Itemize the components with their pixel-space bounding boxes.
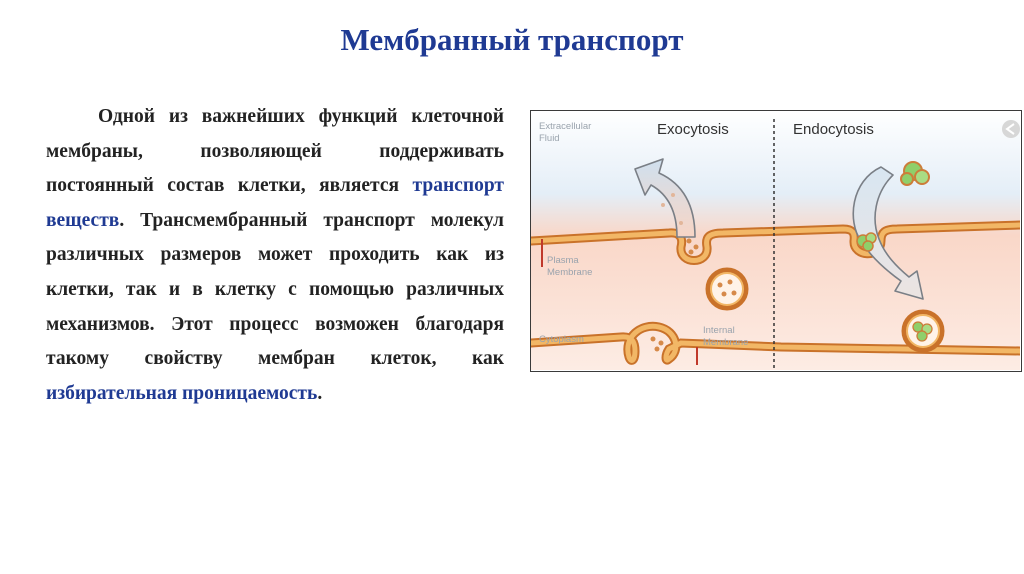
label-cytoplasm: Cytoplasm [539, 334, 584, 345]
body-paragraph: Одной из важнейших функций клеточной мем… [46, 100, 504, 411]
slide-title: Мембранный транспорт [340, 22, 684, 57]
label-exocytosis: Exocytosis [657, 121, 729, 138]
endocytosis-arrow [852, 166, 924, 300]
label-endocytosis: Endocytosis [793, 121, 874, 138]
label-internal-membrane-1: Internal [703, 325, 735, 336]
label-internal-membrane-2: Membrane [703, 337, 748, 348]
highlight-membrane-transport: транспорт веществ [46, 175, 504, 231]
exocytosis-vesicle [705, 267, 749, 311]
transport-diagram-svg: Exocytosis Endocytosis Extracellular Flu… [531, 111, 1020, 370]
endocytosis-cargo-pocket [856, 232, 877, 252]
paragraph-part-1: Одной из важнейших функций клеточной мем… [46, 106, 504, 197]
label-extracellular-2: Fluid [539, 133, 560, 144]
endocytosis-vesicle [901, 309, 945, 353]
transport-diagram: Exocytosis Endocytosis Extracellular Flu… [530, 110, 1022, 372]
endocytosis-cargo-outside [900, 161, 930, 186]
label-extracellular-1: Extracellular [539, 121, 591, 132]
internal-membrane-inner [531, 323, 1020, 363]
label-plasma-membrane-1: Plasma [547, 255, 579, 266]
slide-nav-arrow-icon[interactable] [1002, 120, 1020, 138]
internal-vesicle-particles [650, 336, 664, 352]
label-plasma-membrane-2: Membrane [547, 267, 592, 278]
exocytosis-particles [661, 193, 699, 255]
paragraph-part-2: . Трансмембранный транспорт молекул разл… [46, 209, 504, 370]
plasma-membrane-inner [531, 222, 1020, 263]
exocytosis-arrow [634, 158, 696, 238]
paragraph-part-3: . [317, 382, 323, 404]
highlight-selective-permeability: избирательная проницаемость [46, 382, 318, 404]
